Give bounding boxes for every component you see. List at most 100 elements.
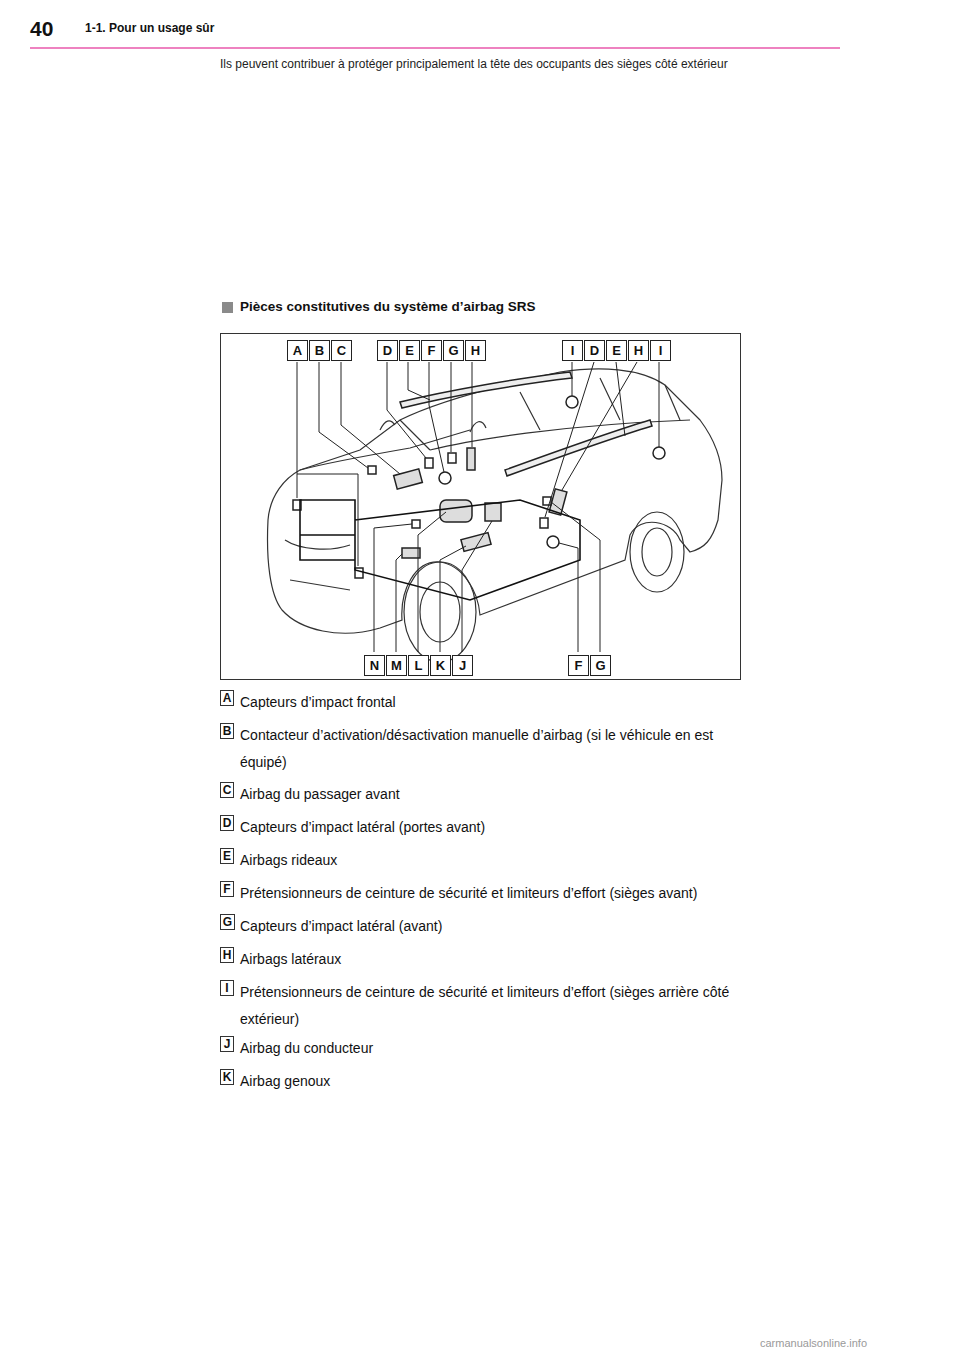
part-description: Capteurs d’impact latéral (avant) bbox=[240, 913, 750, 940]
leader-f2 bbox=[559, 543, 578, 652]
list-letter-box: J bbox=[220, 1036, 234, 1052]
list-letter: J bbox=[224, 1038, 231, 1050]
part-description: Airbags rideaux bbox=[240, 847, 750, 874]
callout-letter: B bbox=[315, 344, 324, 357]
part-description: Capteurs d’impact latéral (portes avant) bbox=[240, 814, 750, 841]
leader-d2 bbox=[545, 362, 594, 517]
callout-box: B bbox=[309, 340, 330, 361]
heading-square bbox=[222, 302, 233, 313]
callout-box: I bbox=[650, 340, 671, 361]
list-letter-box: F bbox=[220, 881, 234, 897]
grille-lines bbox=[285, 540, 350, 590]
list-letter: I bbox=[225, 982, 228, 994]
leader-g2 bbox=[551, 502, 600, 652]
curtain-airbag-right bbox=[505, 420, 652, 476]
figure-frame bbox=[221, 334, 741, 680]
list-letter: A bbox=[223, 692, 232, 704]
callout-box: E bbox=[606, 340, 627, 361]
callout-letter: J bbox=[459, 659, 466, 672]
list-letter: E bbox=[223, 850, 231, 862]
driver-airbag bbox=[440, 500, 472, 522]
list-letter-box: H bbox=[220, 947, 234, 963]
side-airbag-left bbox=[485, 503, 501, 521]
leader-d1 bbox=[387, 362, 426, 458]
list-letter: C bbox=[223, 784, 232, 796]
list-letter-box: E bbox=[220, 848, 234, 864]
part-description: Prétensionneurs de ceinture de sécurité … bbox=[240, 880, 750, 907]
callout-box: F bbox=[568, 655, 589, 676]
leader-f1 bbox=[429, 362, 444, 472]
callout-letter: D bbox=[383, 344, 392, 357]
callout-letter: G bbox=[448, 344, 458, 357]
leader-e2 bbox=[616, 362, 625, 436]
rear-pretensioner-right bbox=[653, 447, 665, 459]
pretensioner-right bbox=[547, 536, 559, 548]
car-outline bbox=[268, 369, 722, 662]
part-description: Airbag du conducteur bbox=[240, 1035, 750, 1062]
part-description: Airbags latéraux bbox=[240, 946, 750, 973]
callout-box: K bbox=[430, 655, 451, 676]
callout-letter: A bbox=[293, 344, 302, 357]
hood-line bbox=[300, 430, 470, 470]
list-letter-box: B bbox=[220, 723, 234, 739]
callout-box: D bbox=[377, 340, 398, 361]
knee-airbag bbox=[461, 533, 491, 552]
callout-letter: L bbox=[415, 659, 423, 672]
leader-b bbox=[319, 362, 368, 468]
body-outline bbox=[268, 369, 722, 633]
callout-box: M bbox=[386, 655, 407, 676]
pretensioner-left bbox=[439, 472, 451, 484]
sensor-n bbox=[412, 520, 420, 528]
callout-letter: F bbox=[428, 344, 436, 357]
list-letter-box: K bbox=[220, 1069, 234, 1085]
rear-pretensioner-left bbox=[566, 396, 578, 408]
intro-text: Ils peuvent contribuer à protéger princi… bbox=[220, 54, 750, 74]
header-rule bbox=[30, 47, 840, 49]
callout-box: J bbox=[452, 655, 473, 676]
part-description: Capteurs d’impact frontal bbox=[240, 689, 750, 716]
side-sensor-left bbox=[448, 453, 456, 463]
page-number: 40 bbox=[30, 16, 53, 41]
list-letter-box: D bbox=[220, 815, 234, 831]
watermark: carmanualsonline.info bbox=[760, 1337, 867, 1350]
list-letter-box: I bbox=[220, 980, 234, 996]
callout-letter: G bbox=[595, 659, 605, 672]
rear-rim bbox=[642, 528, 672, 576]
list-letter: K bbox=[223, 1071, 232, 1083]
part-description: Contacteur d’activation/désactivation ma… bbox=[240, 722, 750, 776]
leader-h2 bbox=[562, 362, 637, 490]
ecu bbox=[402, 548, 420, 558]
leader-e1 bbox=[408, 362, 430, 400]
callout-box: C bbox=[331, 340, 352, 361]
section-heading: Pièces constitutives du système d’airbag… bbox=[240, 299, 536, 314]
callout-box: F bbox=[421, 340, 442, 361]
callout-box: E bbox=[399, 340, 420, 361]
list-letter: H bbox=[223, 949, 232, 961]
part-description: Prétensionneurs de ceinture de sécurité … bbox=[240, 979, 750, 1033]
list-letter: G bbox=[223, 916, 232, 928]
list-letter-box: C bbox=[220, 782, 234, 798]
list-letter: B bbox=[223, 725, 232, 737]
curtain-airbag-left bbox=[400, 372, 572, 408]
list-letter: F bbox=[223, 883, 230, 895]
leader-n bbox=[374, 524, 412, 652]
callout-box: A bbox=[287, 340, 308, 361]
leader-m bbox=[396, 554, 402, 652]
callout-box: G bbox=[590, 655, 611, 676]
door-sensor-left bbox=[425, 458, 433, 468]
callout-box: L bbox=[408, 655, 429, 676]
list-letter-box: A bbox=[220, 690, 234, 706]
leader-a bbox=[297, 362, 358, 566]
callout-letter: C bbox=[337, 344, 346, 357]
part-description: Airbag genoux bbox=[240, 1068, 750, 1095]
side-airbag-front bbox=[467, 448, 475, 470]
leader-h1 bbox=[472, 362, 473, 447]
part-description: Airbag du passager avant bbox=[240, 781, 750, 808]
callout-box: H bbox=[465, 340, 486, 361]
callout-letter: E bbox=[612, 344, 621, 357]
callout-box: H bbox=[628, 340, 649, 361]
leader-lines bbox=[297, 362, 659, 652]
callout-box: G bbox=[443, 340, 464, 361]
leader-g1 bbox=[451, 362, 452, 452]
door-sensor-right bbox=[540, 518, 548, 528]
